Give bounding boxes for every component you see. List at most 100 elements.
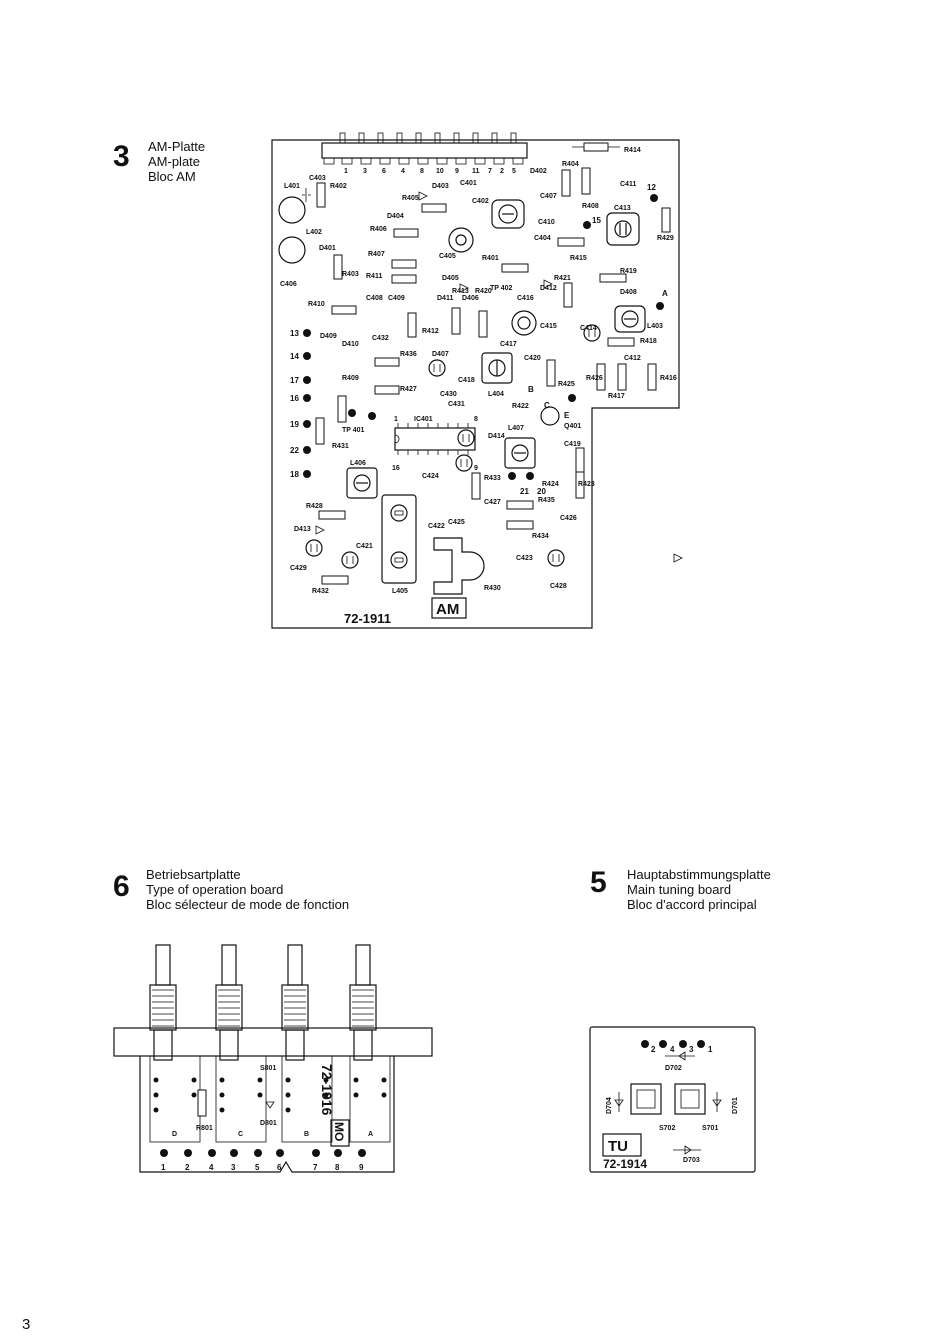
- am-components: [302, 142, 683, 585]
- label-r424: R424: [542, 481, 559, 488]
- mode-tag-box: [330, 1119, 350, 1147]
- am-pin: 9: [455, 168, 459, 175]
- caption-am-fr: Bloc AM: [148, 169, 196, 184]
- ic401-label: IC401: [414, 416, 433, 423]
- am-pin: 11: [472, 168, 480, 175]
- label-s701: S701: [702, 1125, 718, 1132]
- tuning-board-tag: TU: [608, 1138, 628, 1155]
- label-r432: R432: [312, 588, 329, 595]
- tuning-switches: [614, 1051, 722, 1155]
- label-d402: D402: [530, 168, 547, 175]
- label-c405: C405: [439, 253, 456, 260]
- mode-diode-body: [265, 1101, 275, 1109]
- label-d405: D405: [442, 275, 459, 282]
- section-number-am: 3: [113, 140, 130, 173]
- coil-l401: [278, 196, 306, 224]
- label-tp402: TP 402: [490, 285, 513, 292]
- label-r410: R410: [308, 301, 325, 308]
- mode-board-outline: [139, 1056, 395, 1173]
- label-r409: R409: [342, 375, 359, 382]
- label-r433: R433: [484, 475, 501, 482]
- mode-rail: [113, 1027, 433, 1057]
- mode-switch-c: C: [238, 1131, 243, 1138]
- label-r405: R405: [402, 195, 419, 202]
- mode-board-number: 72-1916: [319, 1064, 335, 1116]
- label-d412: D412: [540, 285, 557, 292]
- label-d409: D409: [320, 333, 337, 340]
- label-c401: C401: [460, 180, 477, 187]
- caption-mode: Betriebsartplatte Type of operation boar…: [146, 867, 349, 912]
- label-r416: R416: [660, 375, 677, 382]
- label-c426: C426: [560, 515, 577, 522]
- am-edge-pads: [303, 194, 664, 480]
- label-d411: D411: [437, 295, 453, 302]
- coil-l402: [278, 236, 306, 264]
- mode-resistor-label: R801: [196, 1125, 213, 1132]
- label-l402: L402: [306, 229, 322, 236]
- am-pad-14: 14: [290, 352, 299, 361]
- mode-pad: 7: [313, 1163, 318, 1172]
- am-pad-12: 12: [647, 183, 656, 192]
- label-c409: C409: [388, 295, 405, 302]
- label-d407: D407: [432, 351, 449, 358]
- tuning-board-diagram: 2 4 3 1 D702 D704 D701 S702 S701 D703 TU…: [589, 1026, 756, 1173]
- mode-pad: 1: [161, 1163, 166, 1172]
- label-c406: C406: [280, 281, 297, 288]
- am-pin: 1: [344, 168, 348, 175]
- section-number-mode: 6: [113, 870, 130, 903]
- label-r413: R413: [452, 288, 469, 295]
- label-c424: C424: [422, 473, 439, 480]
- mode-diode-label: D801: [260, 1120, 277, 1127]
- am-tag-box: [431, 597, 467, 619]
- label-c421: C421: [356, 543, 373, 550]
- mode-pad-labels: 1 2 4 3 5 6 7 8 9: [161, 1163, 364, 1172]
- label-c413: C413: [614, 205, 631, 212]
- label-r403: R403: [342, 271, 359, 278]
- label-c410: C410: [538, 219, 555, 226]
- label-c417: C417: [500, 341, 517, 348]
- label-r425: R425: [558, 381, 575, 388]
- mode-pad: 2: [185, 1163, 190, 1172]
- mode-labels: D C B A S801 R801 D801: [172, 1065, 373, 1138]
- label-c419: C419: [564, 441, 581, 448]
- am-pad-15: 15: [592, 216, 601, 225]
- label-c423: C423: [516, 555, 533, 562]
- label-c414: C414: [580, 325, 597, 332]
- mode-pad: 8: [335, 1163, 340, 1172]
- label-q401: Q401: [564, 423, 581, 430]
- am-board-diagram: 1 3 6 4 8 10 9 11 7 2 5: [271, 132, 683, 629]
- label-l401: L401: [284, 183, 300, 190]
- am-pad-20: 20: [537, 487, 546, 496]
- label-d404: D404: [387, 213, 404, 220]
- tuning-pad-2: 2: [651, 1045, 656, 1054]
- label-r404: R404: [562, 161, 579, 168]
- caption-tuning-en: Main tuning board: [627, 882, 732, 897]
- section-number-tuning: 5: [590, 866, 607, 899]
- label-r411: R411: [366, 273, 382, 280]
- mode-board-diagram: 1 2 4 3 5 6 7 8 9 D C B A S801 R801 D801…: [113, 944, 433, 1173]
- tuning-pad-3: 3: [689, 1045, 694, 1054]
- am-filter-block: [381, 494, 485, 595]
- ic401-pin9: 9: [474, 465, 478, 472]
- label-r406: R406: [370, 226, 387, 233]
- mode-pad: 9: [359, 1163, 364, 1172]
- label-r417: R417: [608, 393, 625, 400]
- label-r418: R418: [640, 338, 657, 345]
- am-pin: 2: [500, 168, 504, 175]
- label-r414: R414: [624, 147, 641, 154]
- label-c430: C430: [440, 391, 457, 398]
- label-c429: C429: [290, 565, 307, 572]
- am-pin: 6: [382, 168, 386, 175]
- am-pin: 3: [363, 168, 367, 175]
- label-d701: D701: [732, 1097, 739, 1114]
- label-d702: D702: [665, 1065, 682, 1072]
- mode-pad: 4: [209, 1163, 214, 1172]
- caption-am: AM-Platte AM-plate Bloc AM: [148, 139, 205, 184]
- am-pad-c: C: [544, 401, 550, 410]
- am-board-tag: AM: [436, 601, 459, 618]
- caption-mode-en: Type of operation board: [146, 882, 284, 897]
- label-l404: L404: [488, 391, 504, 398]
- tuning-board-number: 72-1914: [603, 1157, 647, 1171]
- ic401-pin8: 8: [474, 416, 478, 423]
- mode-switch-plungers: [149, 944, 377, 1061]
